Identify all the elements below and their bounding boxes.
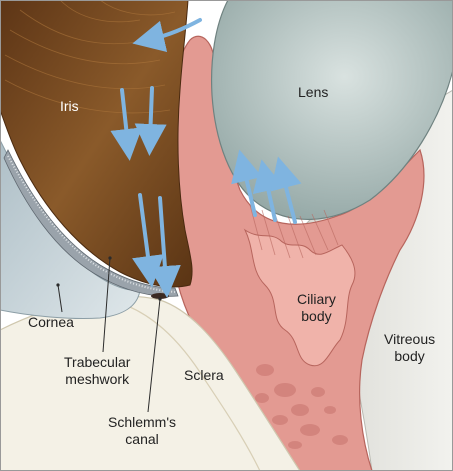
label-trabecular-line2: meshwork — [64, 371, 130, 388]
label-vitreous-line2: body — [384, 348, 435, 365]
leader-dot-schlemm — [158, 297, 161, 300]
leader-dot-cornea — [56, 283, 59, 286]
label-sclera: Sclera — [184, 367, 224, 384]
label-schlemm-line2: canal — [108, 431, 176, 448]
label-trabecular-line1: Trabecular — [64, 354, 130, 371]
label-vitreous-line1: Vitreous — [384, 331, 435, 348]
label-trabecular-meshwork: Trabecular meshwork — [64, 354, 130, 388]
leader-dot-trabecular — [108, 256, 111, 259]
label-lens: Lens — [298, 84, 328, 101]
flow-arrow-iris-2 — [150, 88, 152, 140]
label-vitreous-body: Vitreous body — [384, 331, 435, 365]
label-ciliary-line2: body — [297, 308, 336, 325]
label-ciliary-body: Ciliary body — [297, 291, 336, 325]
label-cornea: Cornea — [28, 314, 74, 331]
label-ciliary-line1: Ciliary — [297, 291, 336, 308]
label-schlemms-canal: Schlemm's canal — [108, 414, 176, 448]
label-iris: Iris — [60, 98, 79, 115]
label-schlemm-line1: Schlemm's — [108, 414, 176, 431]
